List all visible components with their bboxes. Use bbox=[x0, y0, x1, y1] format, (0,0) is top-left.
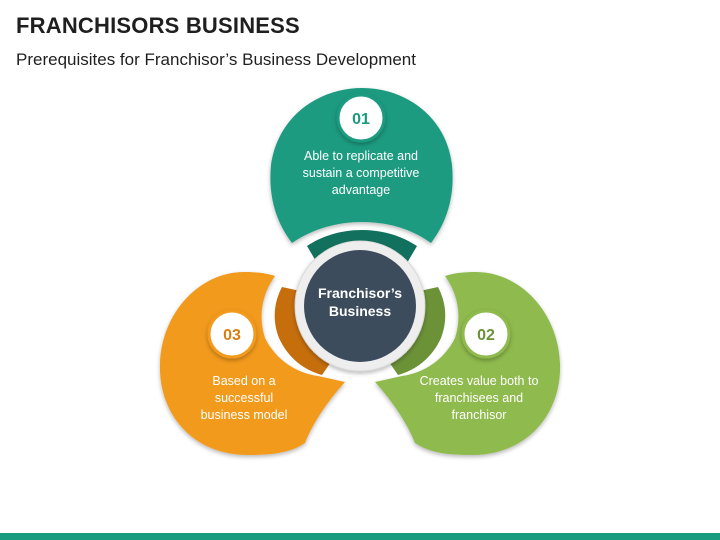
petal-02-text-line-1: Creates value both to bbox=[420, 374, 539, 388]
petal-03-text-line-1: Based on a bbox=[212, 374, 275, 388]
page-subtitle: Prerequisites for Franchisor’s Business … bbox=[16, 50, 416, 69]
petal-01-badge bbox=[336, 93, 386, 143]
petal-03-number: 03 bbox=[223, 327, 241, 344]
petal-03-badge bbox=[207, 309, 257, 359]
petal-02-number: 02 bbox=[477, 327, 495, 344]
petal-03-text-line-3: business model bbox=[201, 408, 288, 422]
petal-03: 03 Based on a successful business model bbox=[159, 272, 345, 455]
center-circle bbox=[304, 250, 416, 362]
petal-01-shape bbox=[270, 88, 453, 243]
petal-01: 01 Able to replicate and sustain a compe… bbox=[270, 88, 453, 263]
bottom-accent-bar bbox=[0, 533, 720, 540]
petal-03-text-line-2: successful bbox=[215, 391, 273, 405]
petal-03-shape bbox=[159, 272, 345, 455]
petal-01-text-line-3: advantage bbox=[332, 183, 390, 197]
petal-01-text-line-2: sustain a competitive bbox=[303, 166, 420, 180]
petal-02-text-line-3: franchisor bbox=[452, 408, 507, 422]
center-label-line-1: Franchisor’s bbox=[318, 285, 402, 301]
petal-01-text-line-1: Able to replicate and bbox=[304, 149, 418, 163]
petal-02-text-line-2: franchisees and bbox=[435, 391, 523, 405]
petal-02-badge bbox=[461, 309, 511, 359]
center-label-line-2: Business bbox=[329, 303, 391, 319]
page-title: FRANCHISORS BUSINESS bbox=[16, 13, 300, 38]
center-hub: Franchisor’s Business bbox=[294, 240, 426, 372]
petal-01-number: 01 bbox=[352, 111, 370, 128]
petal-02-shape bbox=[375, 272, 561, 455]
